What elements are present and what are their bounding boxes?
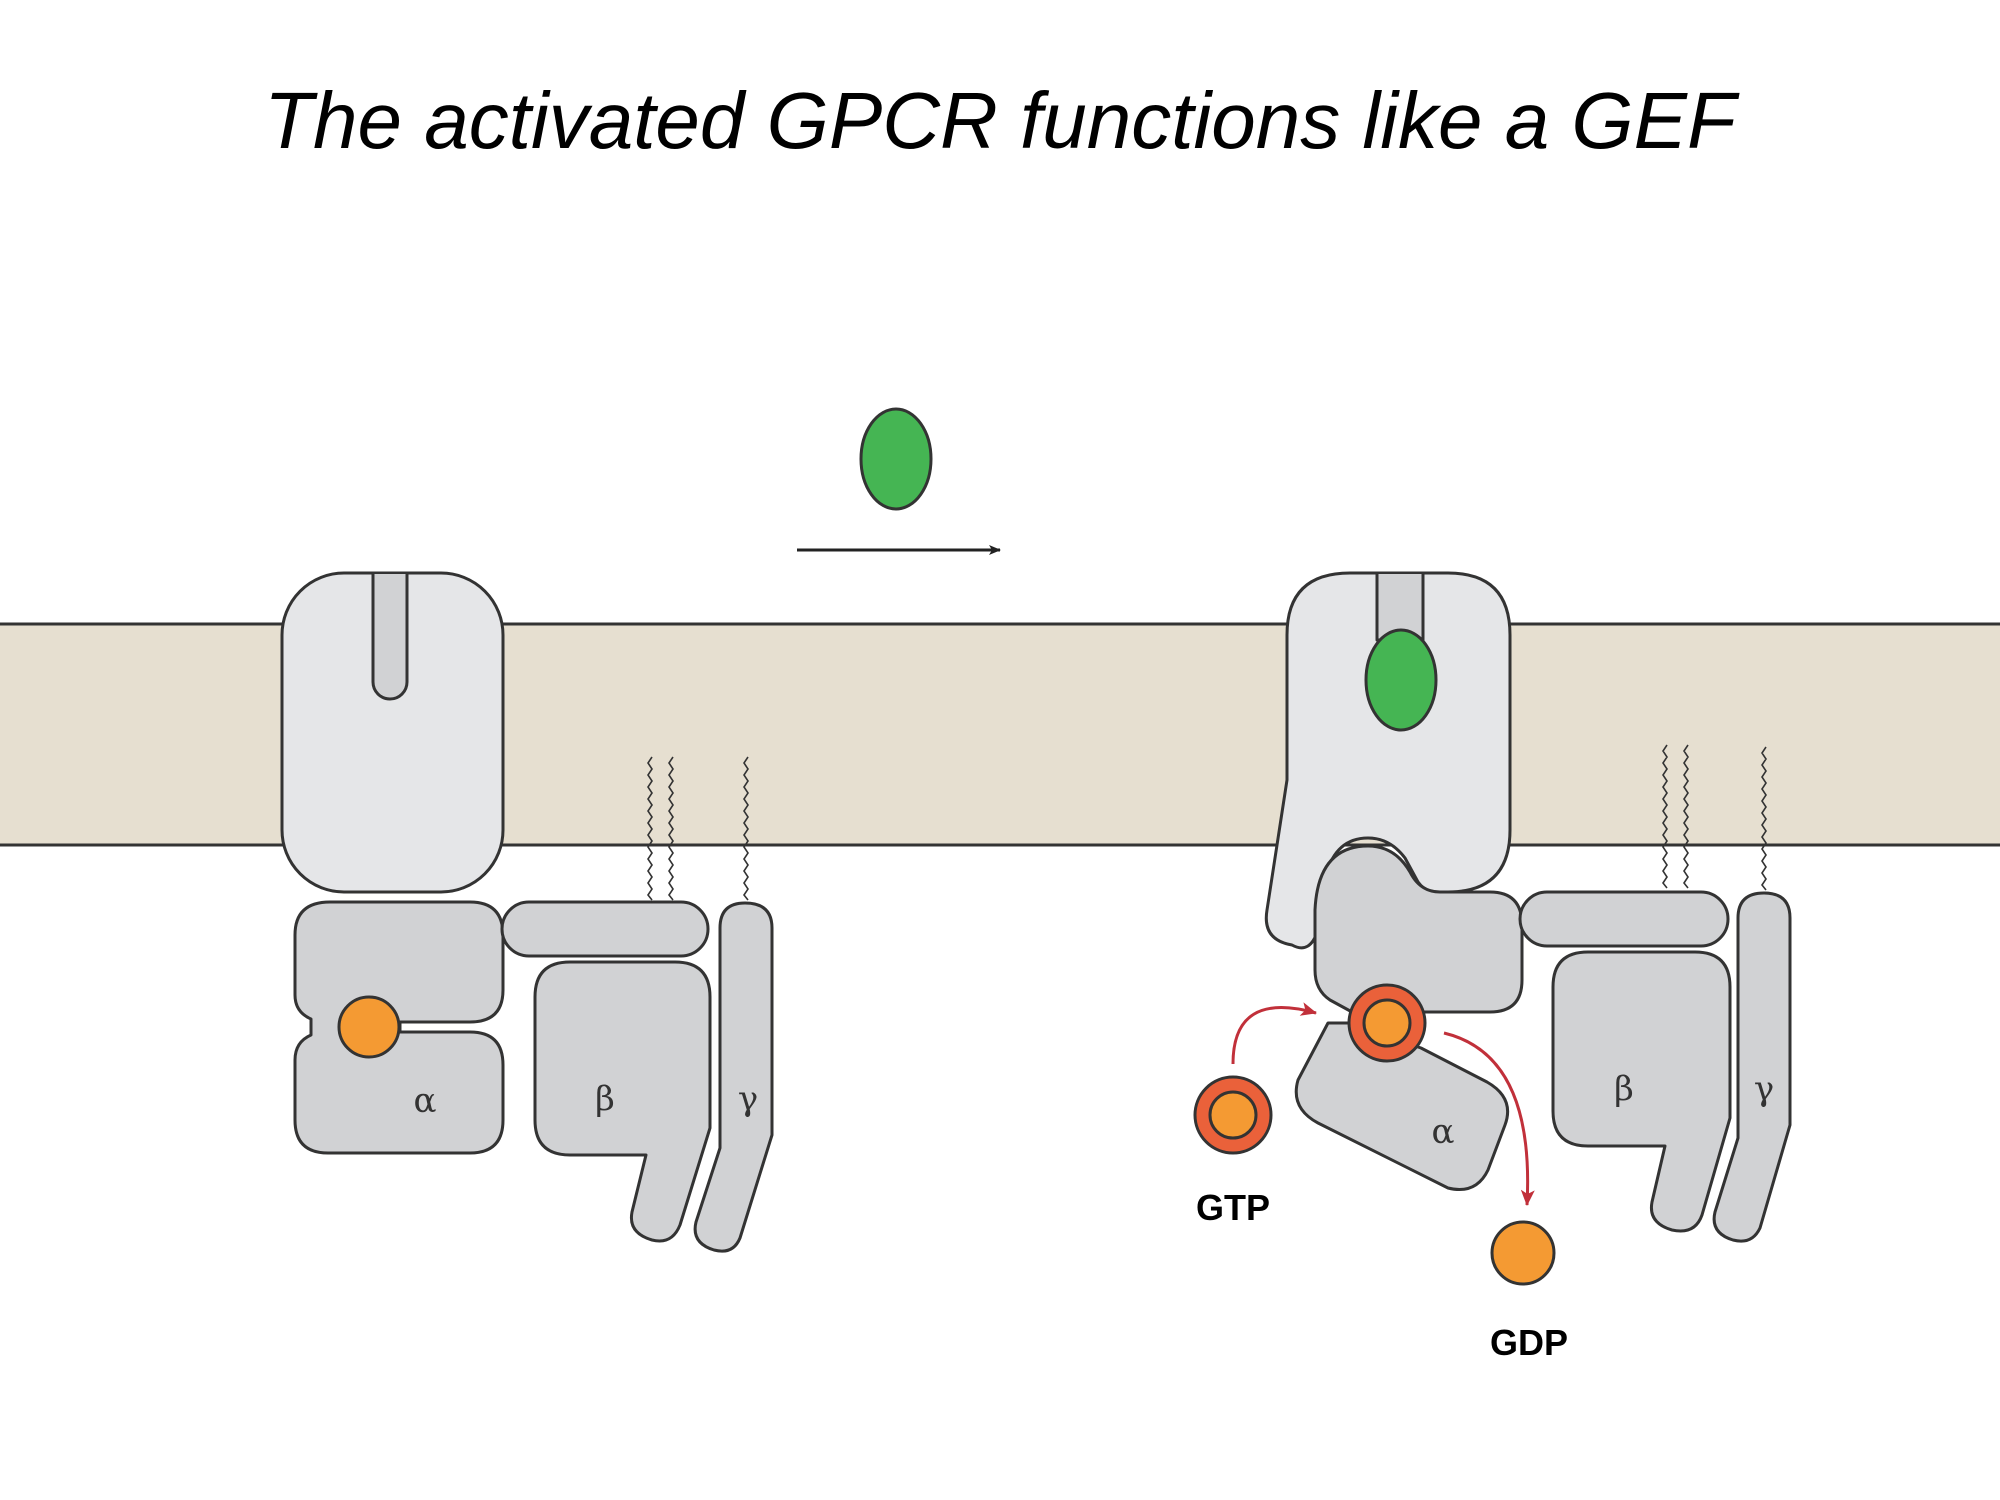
gtp-entry-arrow-icon: [1231, 1002, 1317, 1065]
g-gamma-subunit: [1712, 891, 1792, 1243]
g-beta-subunit: [1551, 950, 1732, 1233]
gtp-label: GTP: [1196, 1187, 1270, 1228]
alpha-label: α: [1432, 1112, 1455, 1152]
lipid-anchor: [1662, 744, 1668, 889]
lipid-anchor: [1761, 746, 1767, 891]
gamma-label: γ: [738, 1079, 758, 1119]
receptor-binding-pocket: [371, 574, 409, 701]
g-beta-subunit: [533, 960, 712, 1243]
gamma-label: γ: [1754, 1069, 1774, 1109]
lipid-anchor: [743, 756, 749, 901]
g-beta-n-terminal-helix: [1518, 890, 1730, 948]
gdp-released: [1490, 1220, 1556, 1286]
activated-complex: α β γ GTP GDP: [1193, 571, 1792, 1363]
lipid-anchor: [1683, 744, 1689, 889]
alpha-label: α: [414, 1081, 437, 1121]
gdp-label: GDP: [1490, 1322, 1568, 1363]
g-beta-n-terminal-helix: [500, 900, 710, 958]
g-alpha-ras-domain: [1313, 844, 1524, 1014]
lipid-anchor: [647, 756, 653, 901]
gdp-release-arrow-icon: [1443, 1031, 1535, 1206]
g-alpha-helical-domain: [1294, 1021, 1510, 1191]
gtp-bound-core: [1362, 998, 1412, 1048]
ligand: [859, 407, 933, 511]
inactive-complex: α β γ: [280, 571, 774, 1253]
diagram-title: The activated GPCR functions like a GEF: [264, 76, 1740, 165]
beta-label: β: [1614, 1069, 1634, 1109]
beta-label: β: [595, 1079, 615, 1119]
receptor-activated: [1264, 571, 1512, 950]
ligand-bound: [1364, 628, 1438, 732]
gtp-free-core: [1208, 1090, 1258, 1140]
gdp-bound-inactive: [337, 995, 401, 1059]
g-gamma-subunit: [693, 901, 774, 1253]
receptor-inactive: [280, 571, 505, 894]
lipid-anchor: [668, 756, 674, 901]
